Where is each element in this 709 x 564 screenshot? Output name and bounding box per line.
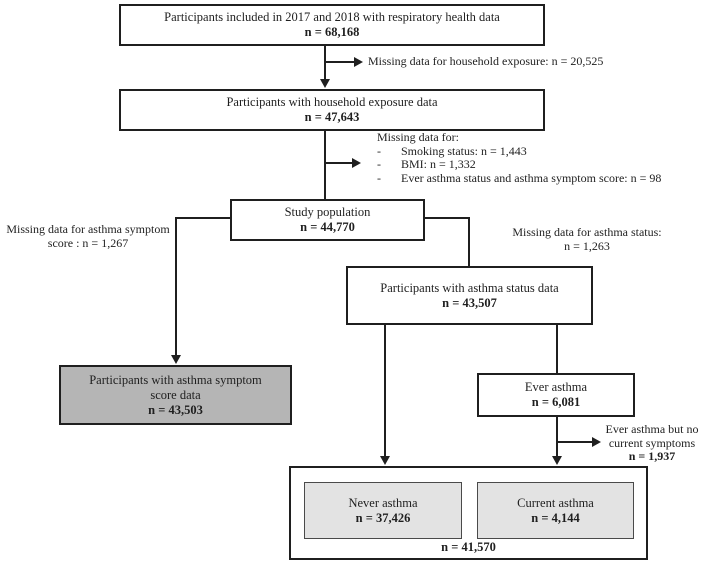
connector-line bbox=[324, 131, 326, 199]
missing-multi-item-text: BMI: n = 1,332 bbox=[401, 157, 476, 171]
missing-multi-item: - Smoking status: n = 1,443 bbox=[377, 143, 661, 159]
box-symptom-score-label2: score data bbox=[150, 387, 201, 402]
connector-line bbox=[558, 441, 592, 443]
ever-no-current-line1: Ever asthma but no bbox=[605, 422, 699, 436]
missing-symptom-line1: Missing data for asthma symptom bbox=[6, 222, 170, 236]
connector-line bbox=[384, 325, 386, 456]
arrowhead-down-icon bbox=[171, 355, 181, 364]
missing-multi-item: - Ever asthma status and asthma symptom … bbox=[377, 170, 662, 186]
missing-multi-item-text: Smoking status: n = 1,443 bbox=[401, 143, 527, 158]
arrowhead-right-icon bbox=[352, 158, 361, 168]
connector-line bbox=[326, 61, 354, 63]
box-current-asthma: Current asthma n = 4,144 bbox=[477, 482, 634, 539]
box-symptom-score: Participants with asthma symptom score d… bbox=[59, 365, 292, 425]
box-household-n: n = 47,643 bbox=[304, 110, 360, 124]
arrowhead-right-icon bbox=[592, 437, 601, 447]
bullet-dash: - bbox=[377, 170, 381, 185]
ever-no-current-line2: current symptoms bbox=[608, 435, 696, 450]
box-symptom-score-n: n = 43,503 bbox=[148, 402, 203, 417]
arrowhead-down-icon bbox=[380, 456, 390, 465]
box-study-population-n: n = 44,770 bbox=[300, 220, 355, 234]
box-never-asthma: Never asthma n = 37,426 bbox=[304, 482, 462, 539]
arrowhead-right-icon bbox=[354, 57, 363, 67]
box-asthma-status-label: Participants with asthma status data bbox=[380, 280, 559, 295]
box-included-n: n = 68,168 bbox=[304, 25, 360, 39]
box-household-label: Participants with household exposure dat… bbox=[226, 95, 438, 109]
box-study-population: Study population n = 44,770 bbox=[230, 199, 425, 241]
arrowhead-down-icon bbox=[320, 79, 330, 88]
missing-multi-annotation: Missing data for: - Smoking status: n = … bbox=[377, 130, 662, 186]
box-current-asthma-n: n = 4,144 bbox=[531, 510, 580, 525]
connector-line bbox=[556, 417, 558, 456]
missing-status-line2: n = 1,263 bbox=[564, 238, 610, 253]
connector-line bbox=[425, 217, 470, 219]
missing-household-annotation: Missing data for household exposure: n =… bbox=[368, 54, 604, 68]
box-asthma-status-n: n = 43,507 bbox=[442, 295, 497, 310]
box-never-asthma-n: n = 37,426 bbox=[355, 510, 411, 525]
box-asthma-status: Participants with asthma status data n =… bbox=[346, 266, 593, 325]
missing-status-annotation: Missing data for asthma status: n = 1,26… bbox=[478, 225, 696, 253]
connector-line bbox=[556, 325, 558, 373]
box-household-exposure: Participants with household exposure dat… bbox=[119, 89, 545, 131]
box-ever-asthma-label: Ever asthma bbox=[524, 380, 588, 394]
connector-line bbox=[326, 162, 352, 164]
box-ever-asthma: Ever asthma n = 6,081 bbox=[477, 373, 635, 417]
missing-multi-item: - BMI: n = 1,332 bbox=[377, 157, 661, 172]
missing-symptom-line2: score : n = 1,267 bbox=[47, 235, 129, 250]
box-ever-asthma-n: n = 6,081 bbox=[531, 395, 581, 409]
connector-line bbox=[468, 217, 470, 266]
connector-line bbox=[175, 217, 177, 355]
arrowhead-down-icon bbox=[552, 456, 562, 465]
box-included-label: Participants included in 2017 and 2018 w… bbox=[164, 10, 500, 24]
box-included-participants: Participants included in 2017 and 2018 w… bbox=[119, 4, 545, 46]
box-never-asthma-label: Never asthma bbox=[348, 495, 418, 510]
ever-no-current-n: n = 1,937 bbox=[628, 449, 676, 463]
missing-multi-title: Missing data for: bbox=[377, 130, 459, 144]
ever-no-current-annotation: Ever asthma but no current symptoms n = … bbox=[597, 422, 707, 464]
box-combined-total-n: n = 41,570 bbox=[441, 540, 496, 554]
missing-multi-item-text: Ever asthma status and asthma symptom sc… bbox=[401, 170, 662, 185]
missing-symptom-annotation: Missing data for asthma symptom score : … bbox=[2, 222, 174, 250]
connector-line bbox=[176, 217, 230, 219]
bullet-dash: - bbox=[377, 157, 381, 171]
missing-status-line1: Missing data for asthma status: bbox=[512, 225, 662, 239]
connector-line bbox=[324, 46, 326, 80]
box-symptom-score-label1: Participants with asthma symptom bbox=[89, 372, 262, 387]
box-study-population-label: Study population bbox=[284, 205, 371, 219]
box-current-asthma-label: Current asthma bbox=[517, 495, 594, 510]
bullet-dash: - bbox=[377, 143, 381, 158]
